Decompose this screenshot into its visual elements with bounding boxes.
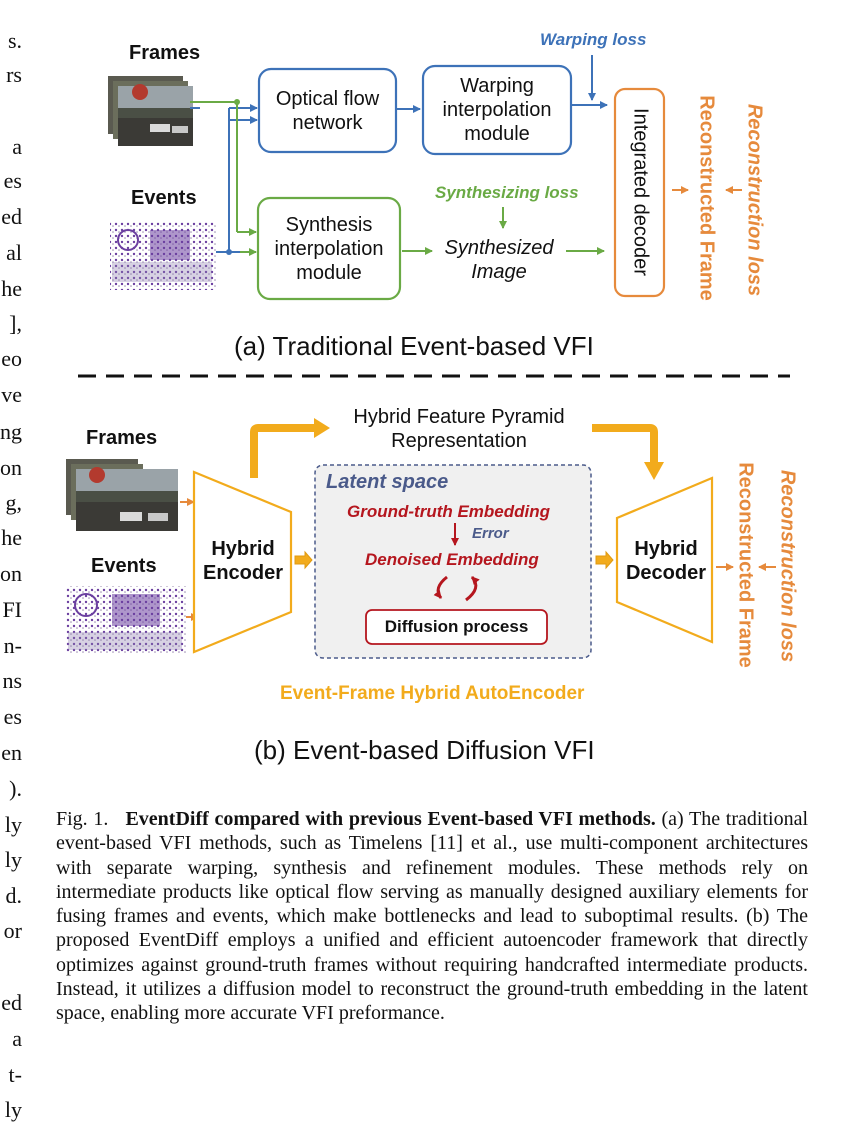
warping-loss-label: Warping loss [540, 30, 647, 49]
synthesis-module-box [256, 196, 402, 301]
left-column-line: s. [7, 28, 22, 53]
left-column-line: d. [5, 883, 23, 908]
events-label-a: Events [131, 187, 197, 209]
caption-body: (a) The traditional event-based VFI meth… [56, 808, 809, 1025]
reconstruction-loss-label-b: Reconstruction loss [776, 469, 799, 663]
hybrid-decoder-label: Hybrid Decoder [625, 538, 707, 584]
reconstructed-frame-label-a: Reconstructed Frame [695, 95, 718, 301]
frames-image-a [108, 76, 193, 146]
left-column-line: he [1, 276, 22, 301]
left-column-line: or [3, 918, 22, 943]
hybrid-encoder-shape [192, 470, 293, 654]
frames-label-b: Frames [86, 427, 158, 449]
synthesized-image-label: Synthesized Image [444, 237, 554, 283]
subfigure-a-title: (a) Traditional Event-based VFI [234, 331, 594, 361]
left-column-line: on [0, 455, 22, 480]
subfigure-b-title: (b) Event-based Diffusion VFI [254, 735, 595, 765]
left-column-line: ed [1, 204, 22, 229]
caption-bold-title: EventDiff compared with previous Event-b… [125, 808, 656, 830]
autoencoder-label: Event-Frame Hybrid AutoEncoder [280, 683, 585, 704]
figure-graphics [66, 55, 790, 659]
left-column-line: rs [6, 62, 22, 87]
hybrid-encoder-label: Hybrid Encoder [202, 538, 284, 584]
left-column-line: on [0, 561, 22, 586]
frames-label-a: Frames [129, 42, 201, 64]
left-column-line: ], [9, 311, 22, 336]
left-column-line: FI [2, 597, 22, 622]
left-column-line: eo [1, 346, 22, 371]
left-column-line: ly [4, 847, 22, 872]
synthesizing-loss-label: Synthesizing loss [435, 183, 579, 202]
left-column-line: t- [8, 1062, 22, 1087]
left-column-line: a [12, 1026, 22, 1051]
optical-flow-label: Optical flow network [275, 87, 380, 134]
left-column-line: he [1, 525, 22, 550]
reconstructed-frame-label-b: Reconstructed Frame [734, 462, 757, 668]
denoised-embedding-label: Denoised Embedding [365, 550, 539, 569]
left-column-line: g, [5, 490, 23, 515]
figure-1: Frames Events Optical flow network Warpi… [66, 30, 799, 765]
left-column-line: ). [9, 776, 22, 801]
integrated-decoder-box [613, 87, 666, 298]
synthesis-module-label: Synthesis interpolation module [274, 213, 384, 284]
left-column-line: al [6, 240, 22, 265]
hybrid-decoder-shape [615, 476, 714, 644]
gt-embedding-label: Ground-truth Embedding [347, 502, 551, 521]
left-column-line: ed [1, 990, 22, 1015]
left-column-line: ly [4, 1097, 22, 1122]
error-label: Error [472, 525, 509, 542]
diffusion-cycle-right [465, 575, 480, 602]
left-column-line: n- [3, 633, 22, 658]
caption-prefix: Fig. 1. [56, 808, 109, 830]
optical-flow-box [257, 67, 398, 154]
frames-image-b [66, 459, 178, 531]
left-column-line: en [1, 740, 22, 765]
warping-module-box [421, 64, 573, 156]
diffusion-process-label: Diffusion process [384, 617, 529, 636]
left-column-line: es [3, 704, 22, 729]
left-column-line: ve [1, 382, 22, 407]
left-column-line: a [12, 134, 22, 159]
left-column-line: ns [2, 668, 22, 693]
pyramid-label: Hybrid Feature Pyramid Representation [353, 406, 565, 452]
left-column-fragment: s. rs a es ed al he ], eo ve ng on g, he… [0, 0, 44, 1134]
reconstruction-loss-label-a: Reconstruction loss [743, 103, 766, 297]
latent-space-label: Latent space [326, 471, 449, 493]
events-image-a [110, 222, 216, 290]
diffusion-cycle-left [433, 575, 448, 599]
events-image-b [66, 586, 186, 654]
pyramid-arrow-right [592, 424, 658, 464]
warping-module-label: Warping interpolation module [442, 75, 552, 145]
pyramid-arrow-left [250, 424, 316, 478]
left-column-line: ly [4, 812, 22, 837]
diffusion-process-box [365, 609, 548, 645]
events-label-b: Events [91, 555, 157, 577]
integrated-decoder-label: Integrated decoder [629, 108, 652, 276]
figure-caption: Fig. 1. EventDiff compared with previous… [56, 807, 808, 1026]
left-column-line: es [3, 168, 22, 193]
left-column-line: ng [0, 419, 22, 444]
